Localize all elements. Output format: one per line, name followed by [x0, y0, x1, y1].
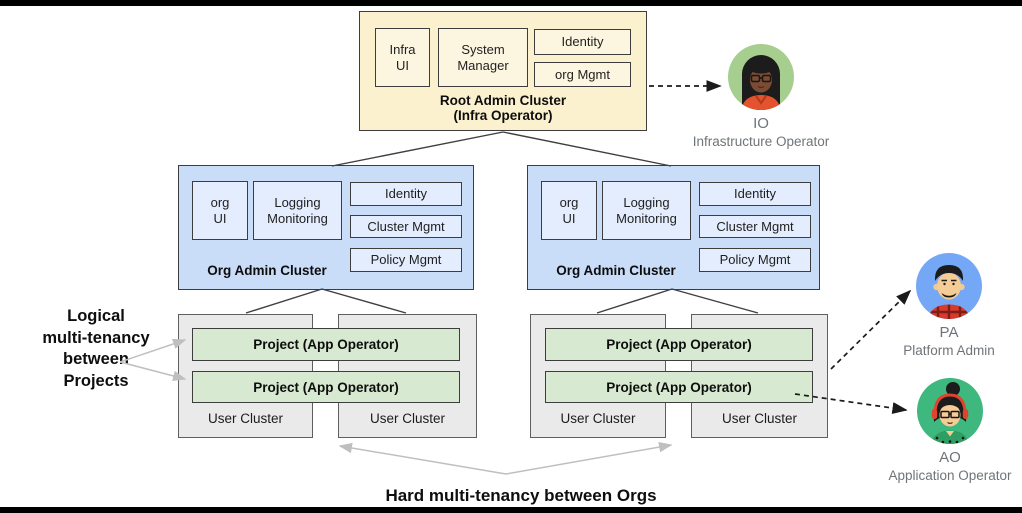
user-cluster-label: User Cluster — [369, 411, 445, 426]
org-identity-component: Identity — [699, 182, 811, 206]
user-cluster-label: User Cluster — [721, 411, 797, 426]
system-manager-component: System Manager — [438, 28, 528, 87]
top-frame-bar — [0, 0, 1022, 6]
project-bar-right-1: Project (App Operator) — [545, 328, 813, 361]
org-cluster-left-title: Org Admin Cluster — [207, 263, 327, 278]
persona-platform-admin: PA Platform Admin — [869, 253, 1022, 358]
orgs-annotation-arrow-right — [505, 441, 673, 475]
persona-initials: IO — [753, 115, 769, 132]
cluster-mgmt-component: Cluster Mgmt — [350, 215, 462, 238]
orgs-annotation-arrow-left — [338, 442, 507, 475]
woman-headphones-avatar-icon — [917, 378, 983, 444]
user-cluster-label: User Cluster — [207, 411, 283, 426]
org-admin-cluster-left-box: org UI Logging Monitoring Identity Clust… — [178, 165, 474, 290]
org-left-to-user1-connector — [245, 288, 323, 314]
cluster-mgmt-component: Cluster Mgmt — [699, 215, 811, 238]
org-admin-cluster-right-box: org UI Logging Monitoring Identity Clust… — [527, 165, 820, 290]
bottom-frame-bar — [0, 507, 1022, 513]
annotation-line: Projects — [63, 371, 129, 390]
org-identity-component: Identity — [350, 182, 462, 206]
logging-monitoring-component: Logging Monitoring — [602, 181, 691, 240]
root-cluster-title: Root Admin Cluster (Infra Operator) — [360, 93, 646, 123]
logical-multitenancy-annotation: Logical multi-tenancy between Projects — [5, 306, 187, 392]
woman-glasses-avatar-icon — [728, 44, 794, 110]
persona-role: Infrastructure Operator — [692, 134, 830, 149]
org-cluster-right-title: Org Admin Cluster — [556, 263, 676, 278]
root-cluster-title-line2: (Infra Operator) — [453, 108, 553, 123]
annotation-line: Logical — [67, 307, 125, 325]
root-admin-cluster-box: Infra UI System Manager Identity org Mgm… — [359, 11, 647, 131]
org-ui-component: org UI — [541, 181, 597, 240]
user-cluster-label: User Cluster — [560, 411, 636, 426]
policy-mgmt-component: Policy Mgmt — [699, 248, 811, 272]
infra-ui-component: Infra UI — [375, 28, 430, 87]
project-bar-right-2: Project (App Operator) — [545, 371, 813, 403]
persona-initials: AO — [939, 449, 961, 466]
org-left-to-user2-connector — [321, 288, 407, 314]
org-mgmt-component: org Mgmt — [534, 62, 631, 87]
root-cluster-title-line1: Root Admin Cluster — [439, 93, 567, 108]
project-bar-left-1: Project (App Operator) — [192, 328, 460, 361]
persona-infrastructure-operator: IO Infrastructure Operator — [681, 44, 841, 149]
root-identity-component: Identity — [534, 29, 631, 55]
root-to-org-left-connector — [331, 131, 504, 167]
hard-multitenancy-annotation: Hard multi-tenancy between Orgs — [385, 486, 657, 505]
persona-role: Application Operator — [888, 468, 1012, 483]
man-mustache-avatar-icon — [916, 253, 982, 319]
org-right-to-user4-connector — [671, 288, 759, 314]
root-to-org-right-connector — [502, 131, 672, 167]
annotation-line: between — [62, 350, 130, 368]
persona-application-operator: AO Application Operator — [870, 378, 1022, 483]
persona-initials: PA — [939, 324, 959, 341]
annotation-line: multi-tenancy — [42, 328, 150, 347]
persona-role: Platform Admin — [903, 343, 995, 358]
org-ui-component: org UI — [192, 181, 248, 240]
logging-monitoring-component: Logging Monitoring — [253, 181, 342, 240]
org-right-to-user3-connector — [596, 288, 673, 314]
project-bar-left-2: Project (App Operator) — [192, 371, 460, 403]
policy-mgmt-component: Policy Mgmt — [350, 248, 462, 272]
